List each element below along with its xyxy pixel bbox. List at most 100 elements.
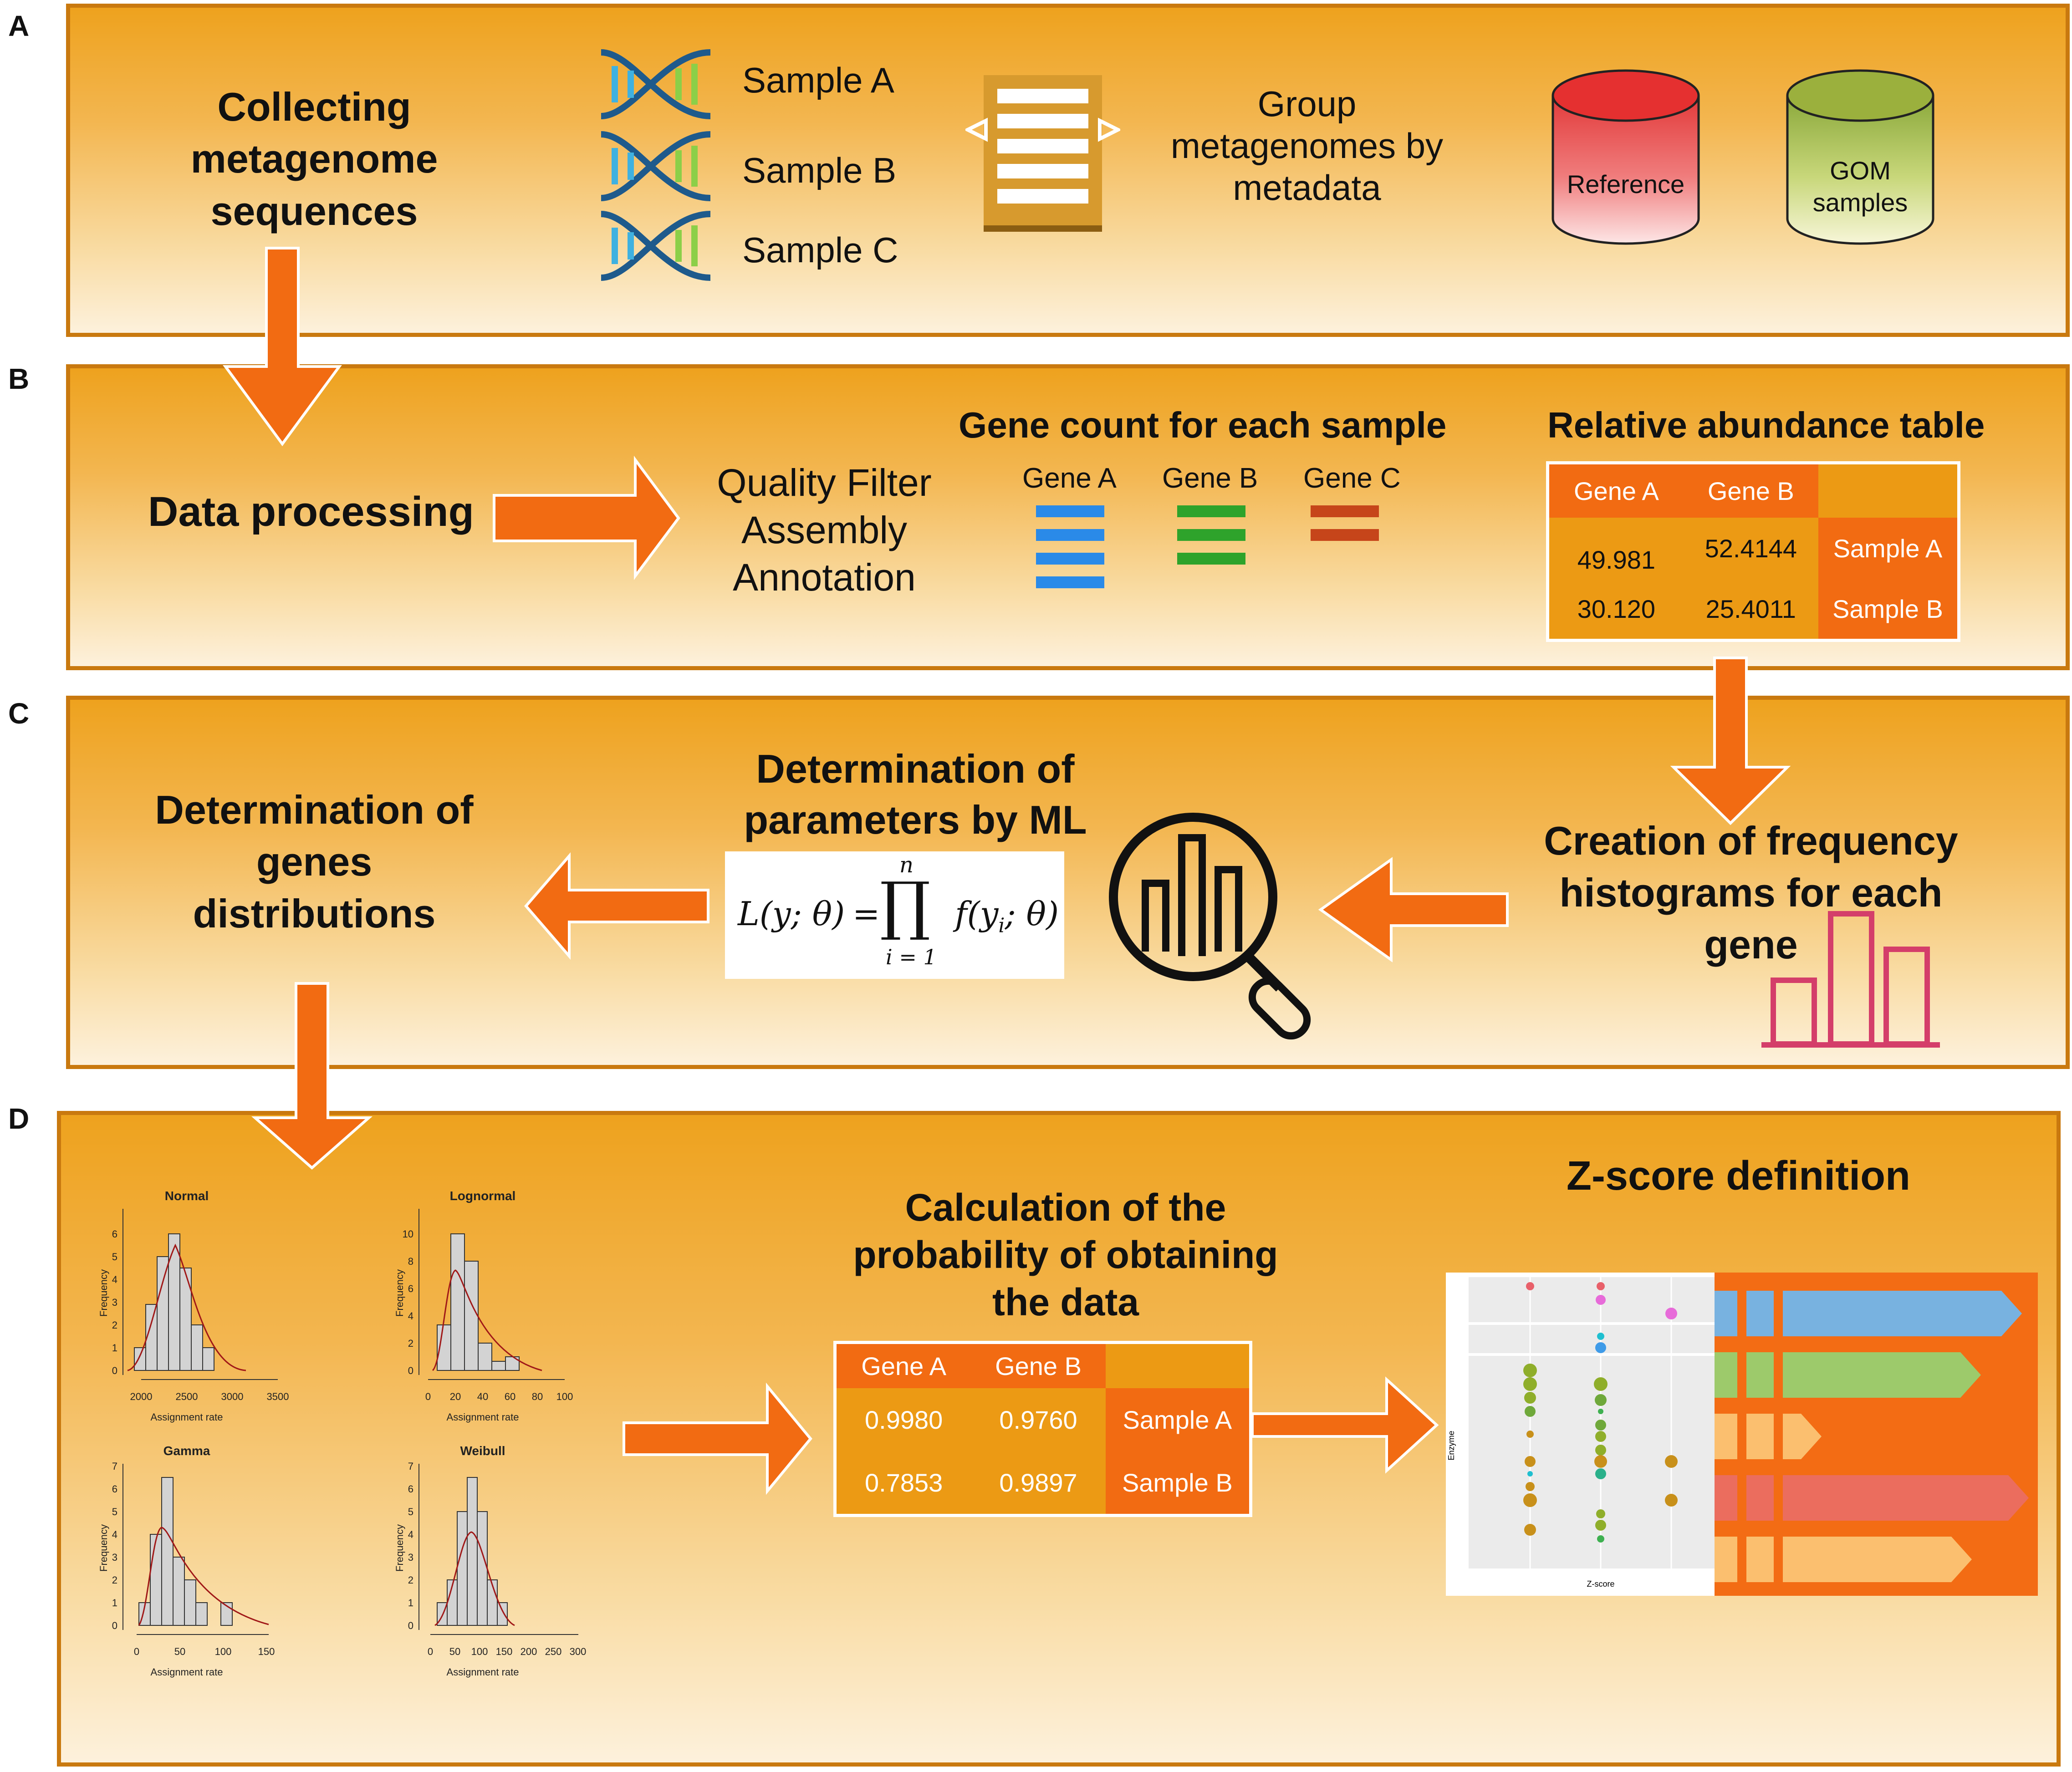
gene-count-title: Gene count for each sample: [959, 405, 1447, 445]
hist-lognormal-ylabel: Frequency: [394, 1269, 405, 1317]
hist-lognormal-xtick: 80: [532, 1391, 543, 1402]
gene-a-count-bars: [1036, 505, 1104, 588]
group-document-icon: [965, 75, 1120, 232]
prob-cell: 0.9760: [971, 1388, 1106, 1452]
gom-line-1: GOM: [1830, 156, 1891, 185]
sample-a-label: Sample A: [742, 60, 894, 100]
prob-cell: 0.9897: [971, 1451, 1106, 1516]
reference-database-icon: [1551, 69, 1700, 245]
hist-gamma-ytick: 6: [112, 1483, 117, 1495]
gene-c-label: Gene C: [1303, 463, 1401, 494]
hist-gamma-xlabel: Assignment rate: [151, 1666, 223, 1678]
dna-icons: [601, 49, 711, 281]
hist-gamma-ytick: 1: [112, 1597, 117, 1609]
magnifier-chart-icon: [1109, 813, 1311, 1040]
formula-product: ∏: [880, 869, 931, 943]
hist-weibull-xtick: 100: [471, 1646, 488, 1657]
panel-letter-c: C: [8, 697, 30, 730]
zplot-ylabel: Enzyme: [1447, 1431, 1456, 1460]
formula-tail: ; θ): [1005, 895, 1059, 933]
abund-cell: 25.4011: [1683, 579, 1818, 641]
hist-normal: Normal 2000 2500 3000 3500 Assignment ra…: [98, 1189, 289, 1423]
det-genes-line-3: distributions: [193, 891, 436, 936]
determination-genes-title: Determination of genes distributions: [132, 784, 496, 940]
hist-gamma-ytick: 0: [112, 1620, 117, 1631]
formula-f: f(y: [955, 895, 999, 933]
processing-steps: Quality Filter Assembly Annotation: [688, 459, 961, 601]
hist-gamma-ytick: 3: [112, 1552, 117, 1563]
hist-lognormal-ytick: 10: [403, 1228, 413, 1240]
formula-rhs: f(yi; θ): [955, 895, 1059, 937]
sample-b-label: Sample B: [742, 150, 897, 190]
formula-upper: n: [899, 852, 914, 878]
histogram-bars-icon: [1761, 911, 1940, 1048]
collecting-line-1: Collecting: [217, 84, 411, 129]
hist-lognormal-xtick: 100: [556, 1391, 573, 1402]
abund-cell: 52.4144: [1683, 517, 1818, 579]
hist-normal-xtick: 2500: [176, 1391, 198, 1402]
calc-line-1: Calculation of the: [905, 1186, 1226, 1229]
group-line-1: Group: [1257, 84, 1357, 124]
zplot-xlabel: Z-score: [1587, 1579, 1614, 1589]
hist-normal-xtick: 2000: [130, 1391, 153, 1402]
hist-lognormal-xtick: 60: [505, 1391, 515, 1402]
hist-gamma-xtick: 50: [174, 1646, 185, 1657]
formula-lhs: L(y; θ): [738, 895, 845, 933]
hist-weibull-xtick: 250: [545, 1646, 562, 1657]
hist-normal-ytick: 5: [112, 1251, 117, 1263]
zscore-graphic: Enzyme Z-score: [1446, 1273, 2038, 1596]
hist-lognormal-title: Lognormal: [450, 1189, 516, 1203]
hist-weibull-ylabel: Frequency: [394, 1524, 405, 1572]
hist-weibull-ytick: 0: [408, 1620, 413, 1631]
dna-icon-a: [601, 49, 711, 119]
hist-normal-ytick: 6: [112, 1228, 117, 1240]
hist-normal-ytick: 1: [112, 1342, 117, 1354]
hist-weibull-ytick: 1: [408, 1597, 413, 1609]
formula-lower: i = 1: [886, 945, 937, 969]
gom-database-icon: [1786, 69, 1934, 245]
gene-c-count-bars: [1311, 505, 1379, 541]
relative-abundance-table: Gene A Gene B 49.981 52.4144 Sample A 30…: [1546, 461, 1960, 642]
determination-params-title: Determination of parameters by ML: [710, 743, 1120, 845]
hist-normal-xlabel: Assignment rate: [151, 1411, 223, 1423]
group-metagenomes-label: Group metagenomes by metadata: [1134, 83, 1480, 209]
panel-letter-a: A: [8, 10, 30, 42]
probability-table: Gene A Gene B 0.9980 0.9760 Sample A 0.7…: [833, 1341, 1252, 1517]
sample-c-label: Sample C: [742, 230, 898, 270]
hist-lognormal-ytick: 6: [408, 1283, 413, 1294]
det-params-line-1: Determination of: [756, 746, 1075, 791]
prob-header-blank: [1105, 1342, 1251, 1388]
hist-weibull-ytick: 7: [408, 1461, 413, 1472]
hist-lognormal: Lognormal 0 20 40 60 80 100 Assignment r…: [394, 1189, 573, 1423]
gene-b-label: Gene B: [1162, 463, 1258, 494]
creation-line-1: Creation of frequency: [1544, 818, 1958, 863]
formula-equals: =: [852, 895, 880, 933]
hist-gamma-title: Gamma: [163, 1444, 210, 1458]
det-params-line-2: parameters by ML: [744, 797, 1087, 842]
prob-cell: 0.7853: [835, 1451, 971, 1516]
hist-gamma-xtick: 0: [134, 1646, 139, 1657]
hist-gamma-ytick: 7: [112, 1461, 117, 1472]
hist-weibull-ytick: 2: [408, 1574, 413, 1586]
dna-icon-c: [601, 211, 711, 281]
hist-gamma-ylabel: Frequency: [98, 1524, 109, 1572]
hist-lognormal-ytick: 4: [408, 1310, 413, 1322]
hist-lognormal-ytick: 2: [408, 1338, 413, 1349]
creation-line-2: histograms for each: [1559, 870, 1943, 915]
abund-row-sample-a: Sample A: [1818, 517, 1959, 579]
hist-weibull-xtick: 0: [428, 1646, 433, 1657]
prob-row-sample-b: Sample B: [1105, 1451, 1251, 1516]
det-genes-line-2: genes: [256, 839, 373, 884]
prob-header-gene-b: Gene B: [971, 1342, 1106, 1388]
creation-histograms-title: Creation of frequency histograms for eac…: [1516, 815, 1985, 971]
data-processing-label: Data processing: [148, 489, 474, 535]
reference-label: Reference: [1567, 170, 1685, 199]
hist-normal-xtick: 3500: [267, 1391, 289, 1402]
hist-gamma-ytick: 5: [112, 1506, 117, 1517]
panel-letter-d: D: [8, 1102, 30, 1135]
group-line-2: metagenomes by: [1170, 126, 1444, 166]
hist-weibull-xtick: 150: [496, 1646, 513, 1657]
prob-cell: 0.9980: [835, 1388, 971, 1452]
gene-b-count-bars: [1177, 505, 1245, 565]
collecting-title: Collecting metagenome sequences: [150, 81, 478, 237]
